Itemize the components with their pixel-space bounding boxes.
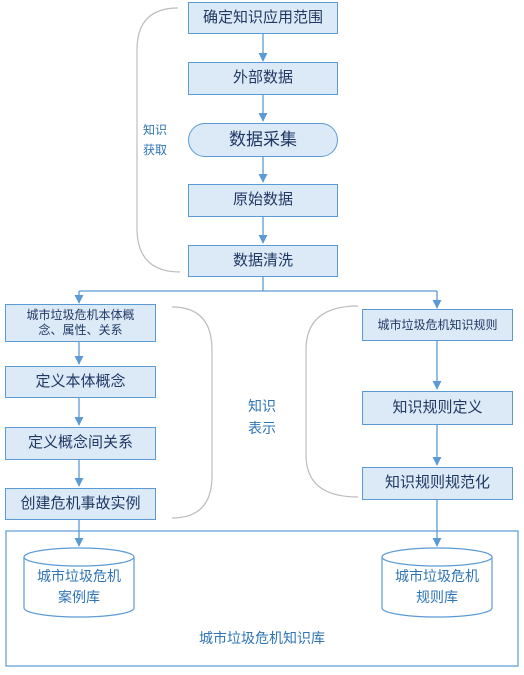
knowledge-rules-box: 城市垃圾危机知识规则 — [362, 309, 513, 341]
step-external-data: 外部数据 — [188, 62, 338, 95]
representation-label: 知识 表示 — [248, 398, 276, 437]
ontology-concepts-box: 城市垃圾危机本体概 念、属性、关系 — [5, 304, 156, 342]
case-db-cylinder — [23, 547, 135, 618]
knowledge-base-frame — [5, 530, 519, 667]
define-ontology-box: 定义本体概念 — [5, 366, 156, 398]
ontology-bracket — [171, 306, 213, 519]
rule-db-label: 城市垃圾危机 规则库 — [395, 568, 479, 605]
step-data-cleaning: 数据清洗 — [188, 245, 338, 277]
rule-db-cylinder — [381, 547, 493, 618]
step-data-collection: 数据采集 — [188, 123, 338, 157]
rule-bracket — [305, 305, 359, 498]
step-scope: 确定知识应用范围 — [188, 2, 338, 34]
create-instances-box: 创建危机事故实例 — [5, 488, 156, 520]
rule-normalization-box: 知识规则规范化 — [362, 467, 513, 500]
acquisition-bracket — [136, 7, 181, 273]
knowledge-base-title: 城市垃圾危机知识库 — [199, 630, 325, 646]
define-relations-box: 定义概念间关系 — [5, 427, 156, 460]
acquisition-label: 知识 获取 — [142, 123, 167, 158]
step-raw-data: 原始数据 — [188, 184, 338, 217]
rule-definition-box: 知识规则定义 — [362, 391, 513, 425]
case-db-label: 城市垃圾危机 案例库 — [37, 568, 121, 605]
